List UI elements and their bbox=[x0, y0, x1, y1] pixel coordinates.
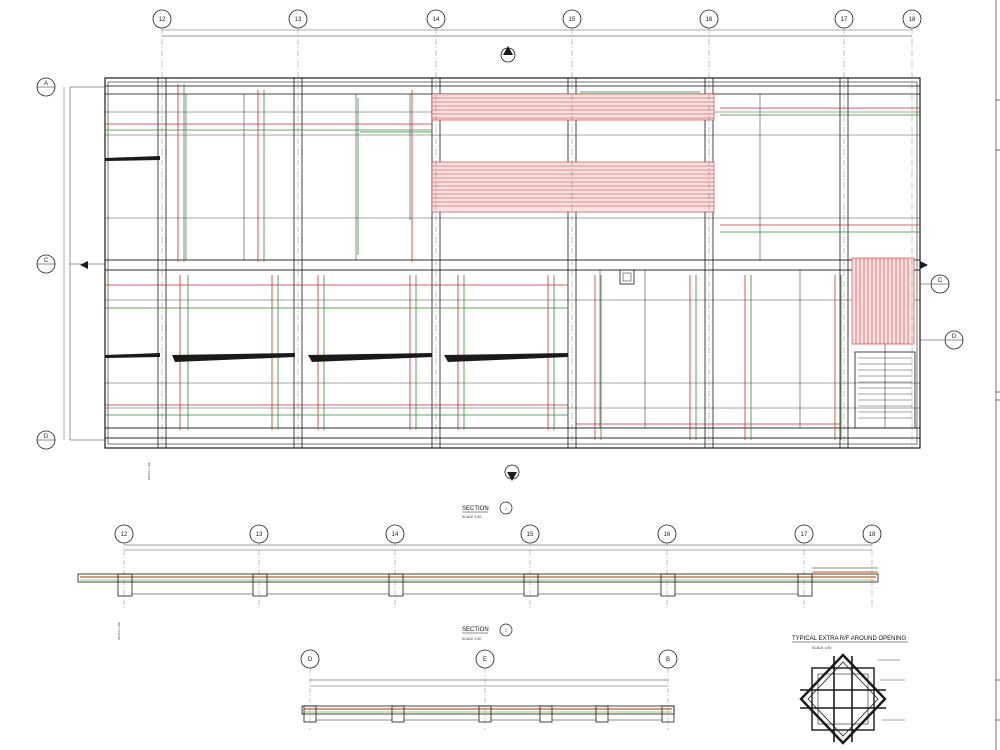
section-2-grid: D E B bbox=[300, 649, 678, 730]
grid-bubble-top-14: 14 bbox=[426, 9, 446, 448]
plan-grid-top: 12 13 14 15 16 bbox=[152, 9, 922, 448]
svg-text:15: 15 bbox=[527, 532, 534, 538]
opening-detail: TYPICAL EXTRA R/F AROUND OPENING SCALE 1… bbox=[792, 636, 908, 745]
svg-text:12: 12 bbox=[121, 532, 128, 538]
section-1-slab bbox=[77, 567, 879, 597]
green-bars bbox=[105, 84, 920, 440]
column-box bbox=[619, 269, 635, 285]
svg-text:14: 14 bbox=[392, 532, 399, 538]
section-1-marker bbox=[499, 501, 513, 515]
svg-text:C: C bbox=[44, 258, 49, 264]
section-1-bubble-13: 13 bbox=[249, 524, 269, 610]
section-2: SECTION 2 SCALE 1:50 D E B bbox=[300, 623, 678, 730]
svg-text:A: A bbox=[44, 81, 48, 87]
svg-text:1: 1 bbox=[505, 507, 507, 511]
svg-text:17: 17 bbox=[841, 17, 848, 23]
svg-text:13: 13 bbox=[256, 532, 263, 538]
svg-text:16: 16 bbox=[706, 17, 713, 23]
plan-horizontal-beams bbox=[104, 85, 921, 439]
section-2-bubble-e: E bbox=[475, 649, 495, 730]
detail-scale: SCALE 1:50 bbox=[812, 646, 831, 650]
svg-text:14: 14 bbox=[433, 17, 440, 23]
section-2-scale: SCALE 1:50 bbox=[462, 637, 481, 641]
section-1-bubble-17: 17 bbox=[794, 524, 814, 610]
section-cut-marker-top bbox=[500, 46, 516, 63]
section-1-bubble-14: 14 bbox=[385, 524, 405, 610]
section-1-title: SECTION bbox=[462, 506, 489, 512]
section-2-slab bbox=[301, 705, 675, 723]
svg-text:2: 2 bbox=[505, 629, 507, 633]
plan-vertical-beams bbox=[157, 77, 886, 449]
red-bars bbox=[105, 84, 920, 440]
svg-text:D: D bbox=[952, 334, 957, 340]
grid-bubble-top-16: 16 bbox=[699, 9, 719, 448]
grid-bubble-top-12: 12 bbox=[152, 9, 172, 448]
section-1-scale: SCALE 1:50 bbox=[462, 515, 481, 519]
grid-bubble-top-15: 15 bbox=[562, 9, 582, 448]
grid-bubble-top-17: 17 bbox=[834, 9, 854, 448]
svg-text:18: 18 bbox=[869, 532, 876, 538]
detail-opening-drawing bbox=[799, 653, 905, 745]
section-2-title: SECTION bbox=[462, 627, 489, 633]
svg-text:15: 15 bbox=[569, 17, 576, 23]
section-2-marker bbox=[499, 623, 513, 637]
grid-bubble-right-c: C bbox=[920, 274, 950, 294]
section-1-bubble-16: 16 bbox=[657, 524, 677, 610]
svg-text:13: 13 bbox=[295, 17, 302, 23]
section-cut-marker-bottom bbox=[504, 464, 520, 481]
grid-bubble-left-a: A bbox=[36, 77, 56, 97]
section-2-bubble-b: B bbox=[658, 649, 678, 730]
section-cut-marker-right bbox=[920, 261, 928, 269]
svg-text:C: C bbox=[938, 278, 943, 284]
section-1-bubble-18: 18 bbox=[862, 524, 882, 610]
section-1-bubble-12: 12 bbox=[114, 524, 134, 610]
svg-text:D: D bbox=[44, 434, 49, 440]
svg-text:12: 12 bbox=[159, 17, 166, 23]
grid-bubble-left-d: D bbox=[36, 430, 56, 450]
title-block-edge bbox=[995, 0, 1000, 750]
svg-text:17: 17 bbox=[801, 532, 808, 538]
svg-text:E: E bbox=[483, 657, 487, 663]
svg-text:18: 18 bbox=[909, 17, 916, 23]
slab-thickening bbox=[105, 156, 568, 362]
grid-bubble-top-18: 18 bbox=[902, 9, 922, 448]
svg-text:B: B bbox=[666, 657, 670, 663]
section-1: SECTION 1 SCALE 1:50 12 13 14 bbox=[77, 501, 882, 640]
red-reinforcement-zones bbox=[431, 93, 915, 345]
grid-bubble-top-13: 13 bbox=[288, 9, 308, 448]
plan-match-line-note: MATCH LINE bbox=[147, 462, 151, 480]
section-cut-marker-left bbox=[80, 261, 88, 269]
plan-outline bbox=[104, 77, 921, 449]
section-1-match-line-note: MATCH LINE bbox=[117, 622, 121, 640]
plan-grid-left: A C D bbox=[36, 77, 105, 450]
plan-grid-right: C D bbox=[920, 274, 964, 350]
svg-text:16: 16 bbox=[664, 532, 671, 538]
detail-title: TYPICAL EXTRA R/F AROUND OPENING bbox=[792, 636, 906, 642]
grid-bubble-right-d: D bbox=[920, 330, 964, 350]
plan-view: 12 13 14 15 16 bbox=[36, 9, 964, 481]
section-1-bubble-15: 15 bbox=[520, 524, 540, 610]
svg-text:D: D bbox=[308, 657, 313, 663]
section-2-bubble-d: D bbox=[300, 649, 320, 730]
section-1-grid: 12 13 14 15 16 bbox=[114, 524, 882, 610]
stair-opening bbox=[854, 351, 916, 429]
grid-bubble-left-c: C bbox=[36, 254, 56, 274]
